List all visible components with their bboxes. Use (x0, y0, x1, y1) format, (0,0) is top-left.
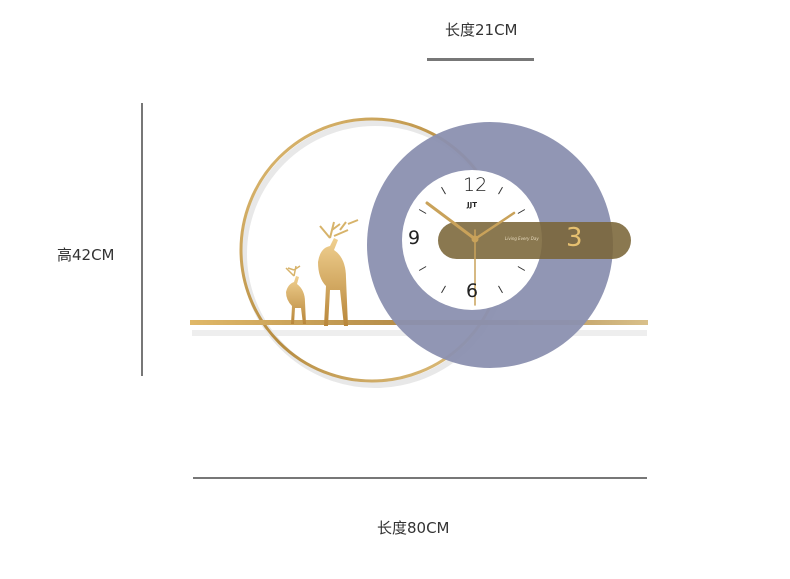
brand-logo: JJT (467, 201, 477, 209)
hour-ticks (418, 186, 526, 294)
clock-hands (425, 201, 516, 306)
dimension-label-top: 长度21CM (445, 21, 518, 39)
hour-tick (517, 266, 526, 271)
dimension-label-height: 高42CM (57, 246, 115, 264)
script-text: Living Every Day (505, 236, 539, 241)
hour-tick (498, 285, 503, 294)
hour-tick (441, 186, 446, 195)
dimension-label-bottom: 长度80CM (377, 519, 450, 537)
hour-tick (418, 209, 427, 214)
dimension-line-bottom (193, 477, 647, 479)
dimension-line-left (141, 103, 143, 376)
hour-tick (418, 266, 427, 271)
hour-tick (517, 209, 526, 214)
deer-figures (285, 219, 359, 326)
hour-tick (498, 186, 503, 195)
dimension-line-top (427, 58, 534, 61)
hour-tick (441, 285, 446, 294)
numeral-3: 3 (566, 223, 583, 253)
numeral-12: 12 (463, 174, 488, 196)
numeral-9: 9 (408, 227, 421, 249)
numeral-6: 6 (466, 280, 479, 302)
